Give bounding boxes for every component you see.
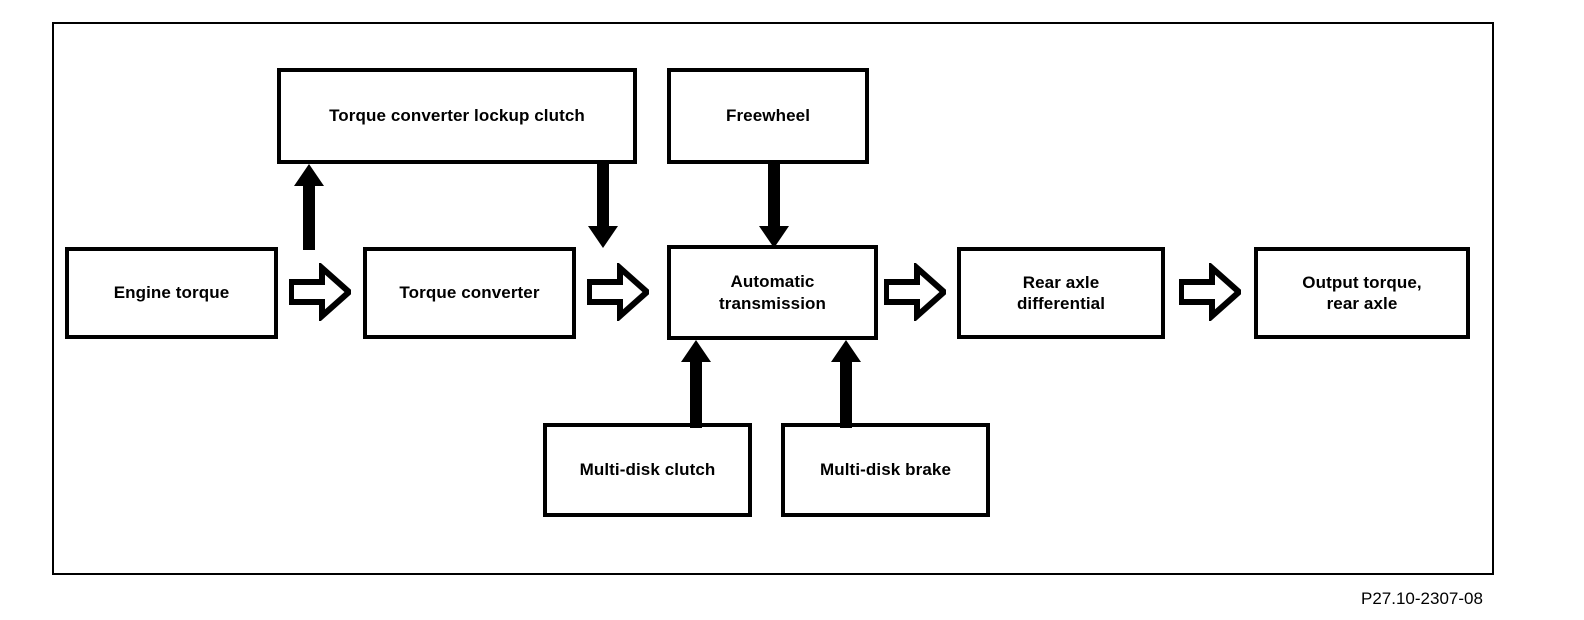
node-label: Rear axle differential [1016, 272, 1106, 313]
node-label: Output torque, rear axle [1302, 272, 1422, 313]
flow-arrow-converter-to-transmission [587, 263, 649, 321]
connector-arrow-lockup-clutch-to-transmission [588, 162, 618, 248]
node-freewheel[interactable]: Freewheel [667, 68, 869, 164]
node-label: Multi-disk brake [819, 460, 952, 480]
node-label: Engine torque [113, 283, 230, 303]
connector-arrow-converter-to-lockup-clutch [294, 164, 324, 250]
node-label: Automatic transmission [718, 272, 826, 313]
node-label: Multi-disk clutch [579, 460, 716, 480]
node-label: Torque converter lockup clutch [329, 106, 585, 126]
flow-arrow-differential-to-output [1179, 263, 1241, 321]
node-output-torque-rear-axle[interactable]: Output torque, rear axle [1254, 247, 1470, 339]
diagram-caption: P27.10-2307-08 [1361, 589, 1483, 608]
node-automatic-transmission[interactable]: Automatic transmission [667, 245, 878, 340]
node-rear-axle-differential[interactable]: Rear axle differential [957, 247, 1165, 339]
node-multi-disk-clutch[interactable]: Multi-disk clutch [543, 423, 752, 517]
connector-arrow-multi-disk-clutch-to-transmission [681, 340, 711, 428]
flow-arrow-engine-to-converter [289, 263, 351, 321]
node-torque-converter[interactable]: Torque converter [363, 247, 576, 339]
node-label: Freewheel [725, 106, 811, 126]
flow-arrow-transmission-to-differential [884, 263, 946, 321]
connector-arrow-freewheel-to-transmission [759, 162, 789, 248]
node-engine-torque[interactable]: Engine torque [65, 247, 278, 339]
node-multi-disk-brake[interactable]: Multi-disk brake [781, 423, 990, 517]
node-label: Torque converter [399, 283, 540, 303]
node-torque-converter-lockup-clutch[interactable]: Torque converter lockup clutch [277, 68, 637, 164]
connector-arrow-multi-disk-brake-to-transmission [831, 340, 861, 428]
